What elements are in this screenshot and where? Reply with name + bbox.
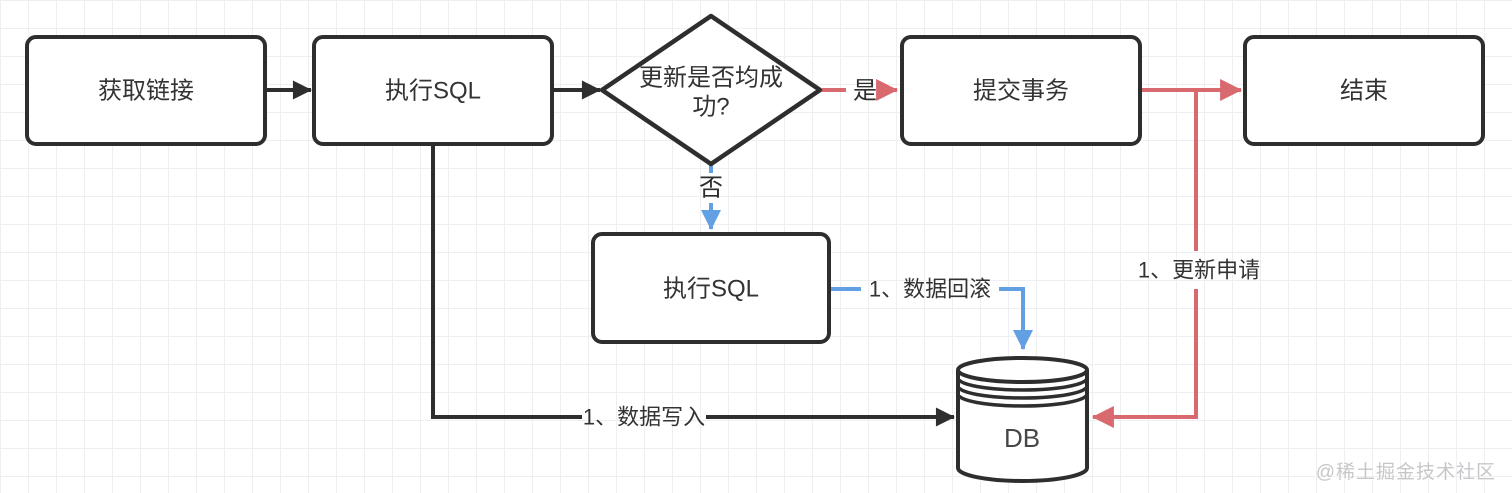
db-ring-1 bbox=[956, 377, 1089, 392]
edge-updaterequest-segment-2 bbox=[1091, 289, 1198, 428]
node-execute-sql-top-label: 执行SQL bbox=[385, 78, 481, 105]
edge-label-data-rollback: 1、数据回滚 bbox=[869, 277, 991, 302]
node-end-label: 结束 bbox=[1340, 78, 1388, 105]
edge-rollback-segment-2 bbox=[999, 287, 1033, 350]
node-end bbox=[1243, 35, 1485, 146]
node-execute-sql-rollback-label: 执行SQL bbox=[663, 276, 759, 303]
edge-label-no: 否 bbox=[699, 175, 723, 202]
node-execute-sql-rollback bbox=[591, 232, 831, 344]
edge-label-data-write: 1、数据写入 bbox=[583, 405, 705, 430]
edge-datawrite-segment-1 bbox=[431, 144, 582, 419]
node-execute-sql-top bbox=[312, 35, 554, 146]
node-get-connection bbox=[25, 35, 267, 146]
edge-label-update-request: 1、更新申请 bbox=[1138, 258, 1260, 283]
node-decision-label-line1: 更新是否均成 bbox=[639, 65, 783, 92]
db-cylinder-top-ellipse bbox=[956, 356, 1089, 384]
node-decision-label-line2: 功? bbox=[692, 94, 729, 121]
node-get-connection-label: 获取链接 bbox=[98, 78, 194, 105]
node-commit-transaction bbox=[900, 35, 1142, 146]
db-ring-2 bbox=[956, 385, 1089, 400]
node-database-cylinder: DB bbox=[956, 356, 1089, 483]
node-database-label: DB bbox=[1004, 423, 1040, 453]
watermark-text: @稀土掘金技术社区 bbox=[1315, 462, 1496, 483]
db-ring-3 bbox=[956, 393, 1089, 408]
edge-label-yes: 是 bbox=[853, 78, 877, 105]
node-commit-transaction-label: 提交事务 bbox=[973, 78, 1069, 105]
node-decision-diamond bbox=[599, 13, 823, 167]
